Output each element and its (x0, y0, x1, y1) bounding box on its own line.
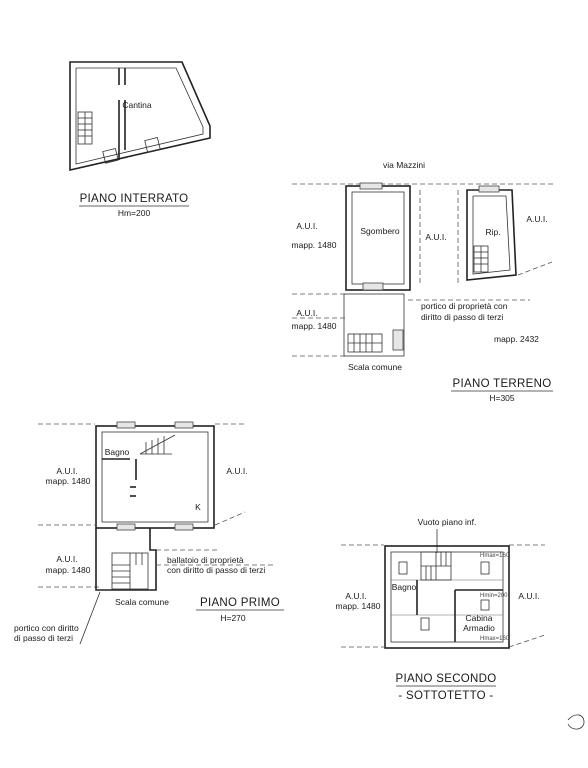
primo-aui-left: A.U.I. (56, 466, 77, 476)
h-top-label: Hmax=160 (480, 553, 510, 559)
sgombero-label: Sgombero (360, 226, 399, 236)
secondo-subtitle: - SOTTOTETTO - (398, 690, 493, 702)
primo-mapp-left: mapp. 1480 (46, 476, 91, 486)
ballatoio-line1: ballatoio di proprietà (167, 555, 244, 565)
street-label: via Mazzini (383, 160, 425, 170)
interrato-title: PIANO INTERRATO (80, 193, 189, 205)
primo-main-block (95, 425, 215, 529)
piano-secondo: Vuoto piano inf. Hmax=160 Hmin=200 Hmax (336, 517, 546, 702)
primo-height: H=270 (220, 613, 246, 623)
secondo-stairs (420, 551, 452, 581)
h-mid-label: Hmin=200 (480, 593, 508, 599)
piano-terreno: via Mazzini (292, 160, 555, 403)
secondo-main-block (384, 545, 510, 649)
piano-primo: Bagno K A.U.I. mapp. 1480 A.U.I. A.U.I. … (14, 421, 284, 645)
cantina-outline (69, 61, 211, 172)
primo-k-label: K (195, 502, 201, 512)
cantina-label: Cantina (122, 100, 152, 110)
secondo-aui-left: A.U.I. (345, 591, 366, 601)
vuoto-label: Vuoto piano inf. (418, 517, 477, 527)
terreno-aui-right: A.U.I. (526, 214, 547, 224)
cabina-label: Cabina (466, 613, 493, 623)
secondo-title: PIANO SECONDO (395, 673, 496, 685)
terreno-aui-mid: A.U.I. (425, 232, 446, 242)
primo-portico-line2: di passo di terzi (14, 633, 73, 643)
primo-portico-line1: portico con diritto (14, 623, 79, 633)
armadio-label: Armadio (463, 623, 495, 633)
primo-title: PIANO PRIMO (200, 597, 280, 609)
primo-lower-stairs (111, 552, 149, 590)
secondo-aui-right: A.U.I. (518, 591, 539, 601)
h-bot-label: Hmax=160 (480, 636, 510, 642)
primo-stairs (139, 434, 176, 455)
terreno-mapp-left: mapp. 1480 (292, 240, 337, 250)
secondo-bagno-label: Bagno (392, 582, 417, 592)
primo-aui-ballatoio: A.U.I. (56, 554, 77, 564)
piano-interrato: Cantina PIANO INTERRATO Hm=200 (69, 61, 211, 218)
corner-stamp (567, 714, 585, 730)
secondo-mapp-left: mapp. 1480 (336, 601, 381, 611)
terreno-mapp-portico: mapp. 1480 (292, 321, 337, 331)
interrato-stairs (77, 111, 93, 145)
terreno-aui-left: A.U.I. (296, 221, 317, 231)
primo-bagno-label: Bagno (105, 447, 130, 457)
terreno-portico-line2: diritto di passo di terzi (421, 312, 503, 322)
terreno-portico-line1: portico di proprietà con (421, 301, 508, 311)
mapp-2432-label: mapp. 2432 (494, 334, 539, 344)
terreno-scala-label: Scala comune (348, 362, 402, 372)
rip-stairs (473, 245, 489, 273)
terreno-stairs (347, 333, 383, 353)
ballatoio-line2: con diritto di passo di terzi (167, 565, 265, 575)
rip-label: Rip. (485, 227, 500, 237)
terreno-aui-portico: A.U.I. (296, 308, 317, 318)
terreno-height: H=305 (489, 393, 515, 403)
primo-mapp-ballatoio: mapp. 1480 (46, 565, 91, 575)
primo-aui-right: A.U.I. (226, 466, 247, 476)
primo-scala-label: Scala comune (115, 597, 169, 607)
terreno-title: PIANO TERRENO (453, 378, 552, 390)
sgombero-room (345, 185, 411, 291)
interrato-height: Hm=200 (118, 208, 151, 218)
